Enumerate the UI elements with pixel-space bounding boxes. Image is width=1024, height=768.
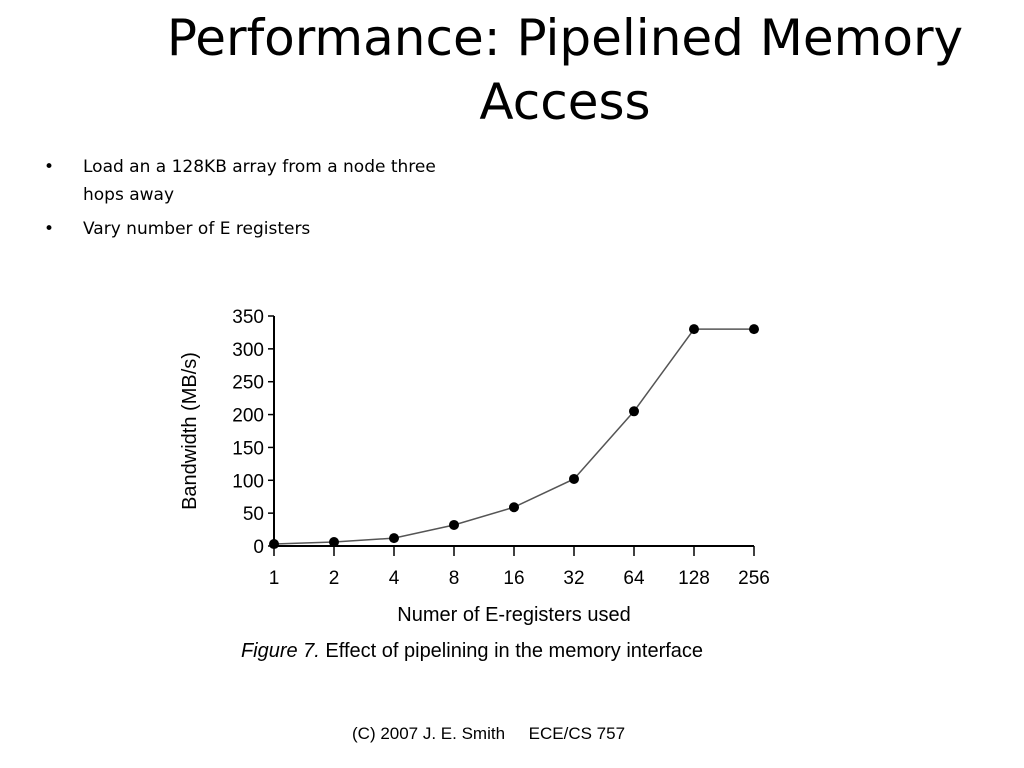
slide-title: Performance: Pipelined Memory Access — [166, 9, 964, 131]
data-point — [329, 537, 339, 548]
data-point — [509, 502, 519, 513]
figure-caption: Figure 7. Effect of pipelining in the me… — [241, 640, 703, 662]
figure-caption-label: Figure 7. — [241, 640, 320, 662]
bullet-item: • Load an a 128KB array from a node thre… — [44, 153, 464, 209]
data-point — [449, 519, 459, 530]
data-point — [269, 539, 279, 550]
x-tick-label: 128 — [678, 568, 710, 589]
data-point — [629, 406, 639, 417]
figure-caption-text: Effect of pipelining in the memory inter… — [320, 640, 703, 662]
y-axis-label: Bandwidth (MB/s) — [179, 352, 201, 510]
x-tick-label: 2 — [329, 568, 340, 589]
y-tick-label: 200 — [232, 406, 264, 427]
bullet-item: • Vary number of E registers — [44, 215, 464, 243]
slide-footer: (C) 2007 J. E. Smith ECE/CS 757 — [352, 724, 626, 743]
y-tick-label: 350 — [232, 307, 264, 328]
y-tick-label: 250 — [232, 373, 264, 394]
y-tick-label: 300 — [232, 340, 264, 361]
x-tick-label: 256 — [738, 568, 770, 589]
x-tick-label: 8 — [449, 568, 460, 589]
data-point — [389, 533, 399, 544]
y-tick-label: 100 — [232, 471, 264, 492]
data-point — [689, 324, 699, 335]
bandwidth-chart: 0 50 100 150 200 250 300 350 1 2 4 8 16 32 64 128 256 Ba… — [179, 307, 770, 662]
bullet-text: Vary number of E registers — [83, 219, 311, 239]
bullet-dot: • — [44, 219, 55, 239]
bullet-dot: • — [44, 157, 55, 177]
y-tick-label: 0 — [253, 537, 264, 558]
x-tick-label: 1 — [269, 568, 280, 589]
bullet-list: • Load an a 128KB array from a node thre… — [44, 153, 464, 249]
bullet-text: Load an a 128KB array from a node three … — [83, 157, 436, 205]
y-tick-label: 50 — [243, 504, 264, 525]
x-tick-label: 16 — [503, 568, 524, 589]
x-axis-label: Numer of E-registers used — [397, 604, 630, 626]
data-point — [569, 473, 579, 484]
y-tick-label: 150 — [232, 438, 264, 459]
data-point — [749, 324, 759, 335]
x-tick-label: 32 — [563, 568, 584, 589]
x-tick-label: 64 — [623, 568, 645, 589]
chart-plot-area: 0 50 100 150 200 250 300 350 1 2 4 8 16 32 64 128 256 — [232, 307, 770, 589]
x-tick-label: 4 — [389, 568, 400, 589]
